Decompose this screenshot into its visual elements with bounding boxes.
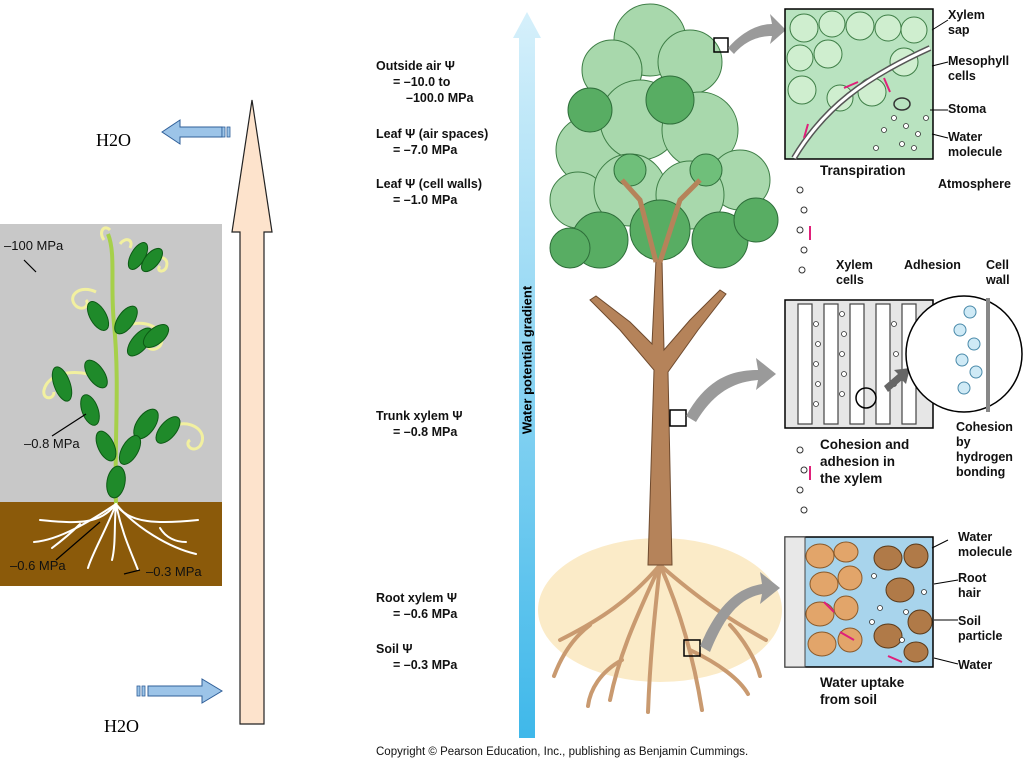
cohesion-panel [784, 295, 1023, 429]
air-potential-label: –100 MPa [4, 238, 64, 253]
root-xylem-potential: Root xylem Ψ = –0.6 MPa [376, 591, 458, 621]
adhesion-callout: Adhesion [904, 258, 961, 272]
tree-roots [552, 563, 768, 714]
h2o-bottom-label: H2O [104, 716, 139, 736]
tree-illustration [538, 3, 786, 714]
h2o-top-label: H2O [96, 130, 131, 150]
water-uptake-panel [784, 536, 934, 668]
soil-ground [538, 538, 782, 682]
copyright-notice: Copyright © Pearson Education, Inc., pub… [376, 746, 749, 758]
outside-air-potential: Outside air Ψ = –10.0 to –100.0 MPa [376, 59, 474, 105]
rising-water-dots [796, 186, 811, 514]
leaf-marker-box [713, 37, 729, 53]
root-potential-label: –0.6 MPa [10, 558, 66, 573]
leaf-air-spaces-potential: Leaf Ψ (air spaces) = –7.0 MPa [376, 127, 489, 157]
uptake-water-callout: Water [958, 658, 993, 672]
plant-illustration-panel: –100 MPa –0.8 MPa –0.6 MPa –0.3 MPa [0, 224, 222, 586]
transpiration-panel [784, 8, 934, 160]
zoom-arrows [686, 14, 786, 652]
atmosphere-callout: Atmosphere [938, 177, 1011, 191]
upward-flow-arrow [231, 99, 273, 725]
h2o-in-arrow [136, 678, 223, 704]
water-potential-gradient-arrow [513, 12, 541, 738]
tree-trunk [589, 259, 727, 566]
stem-potential-label: –0.8 MPa [24, 436, 80, 451]
stoma-callout: Stoma [948, 102, 987, 116]
trunk-xylem-potential: Trunk xylem Ψ = –0.8 MPa [376, 409, 463, 439]
leaf-cell-walls-potential: Leaf Ψ (cell walls) = –1.0 MPa [376, 177, 482, 207]
tree-branches [620, 178, 702, 263]
h2o-out-arrow [161, 119, 231, 145]
root-marker-box [683, 639, 701, 657]
plant-illustration [0, 224, 222, 586]
flow-arrows [136, 99, 273, 725]
transpiration-caption: Transpiration [820, 163, 906, 178]
callout-pointers [930, 19, 959, 665]
soil-potential-label: –0.3 MPa [146, 564, 202, 579]
trunk-marker-box [669, 409, 687, 427]
tree-canopy [549, 3, 779, 269]
soil-potential: Soil Ψ = –0.3 MPa [376, 642, 458, 672]
